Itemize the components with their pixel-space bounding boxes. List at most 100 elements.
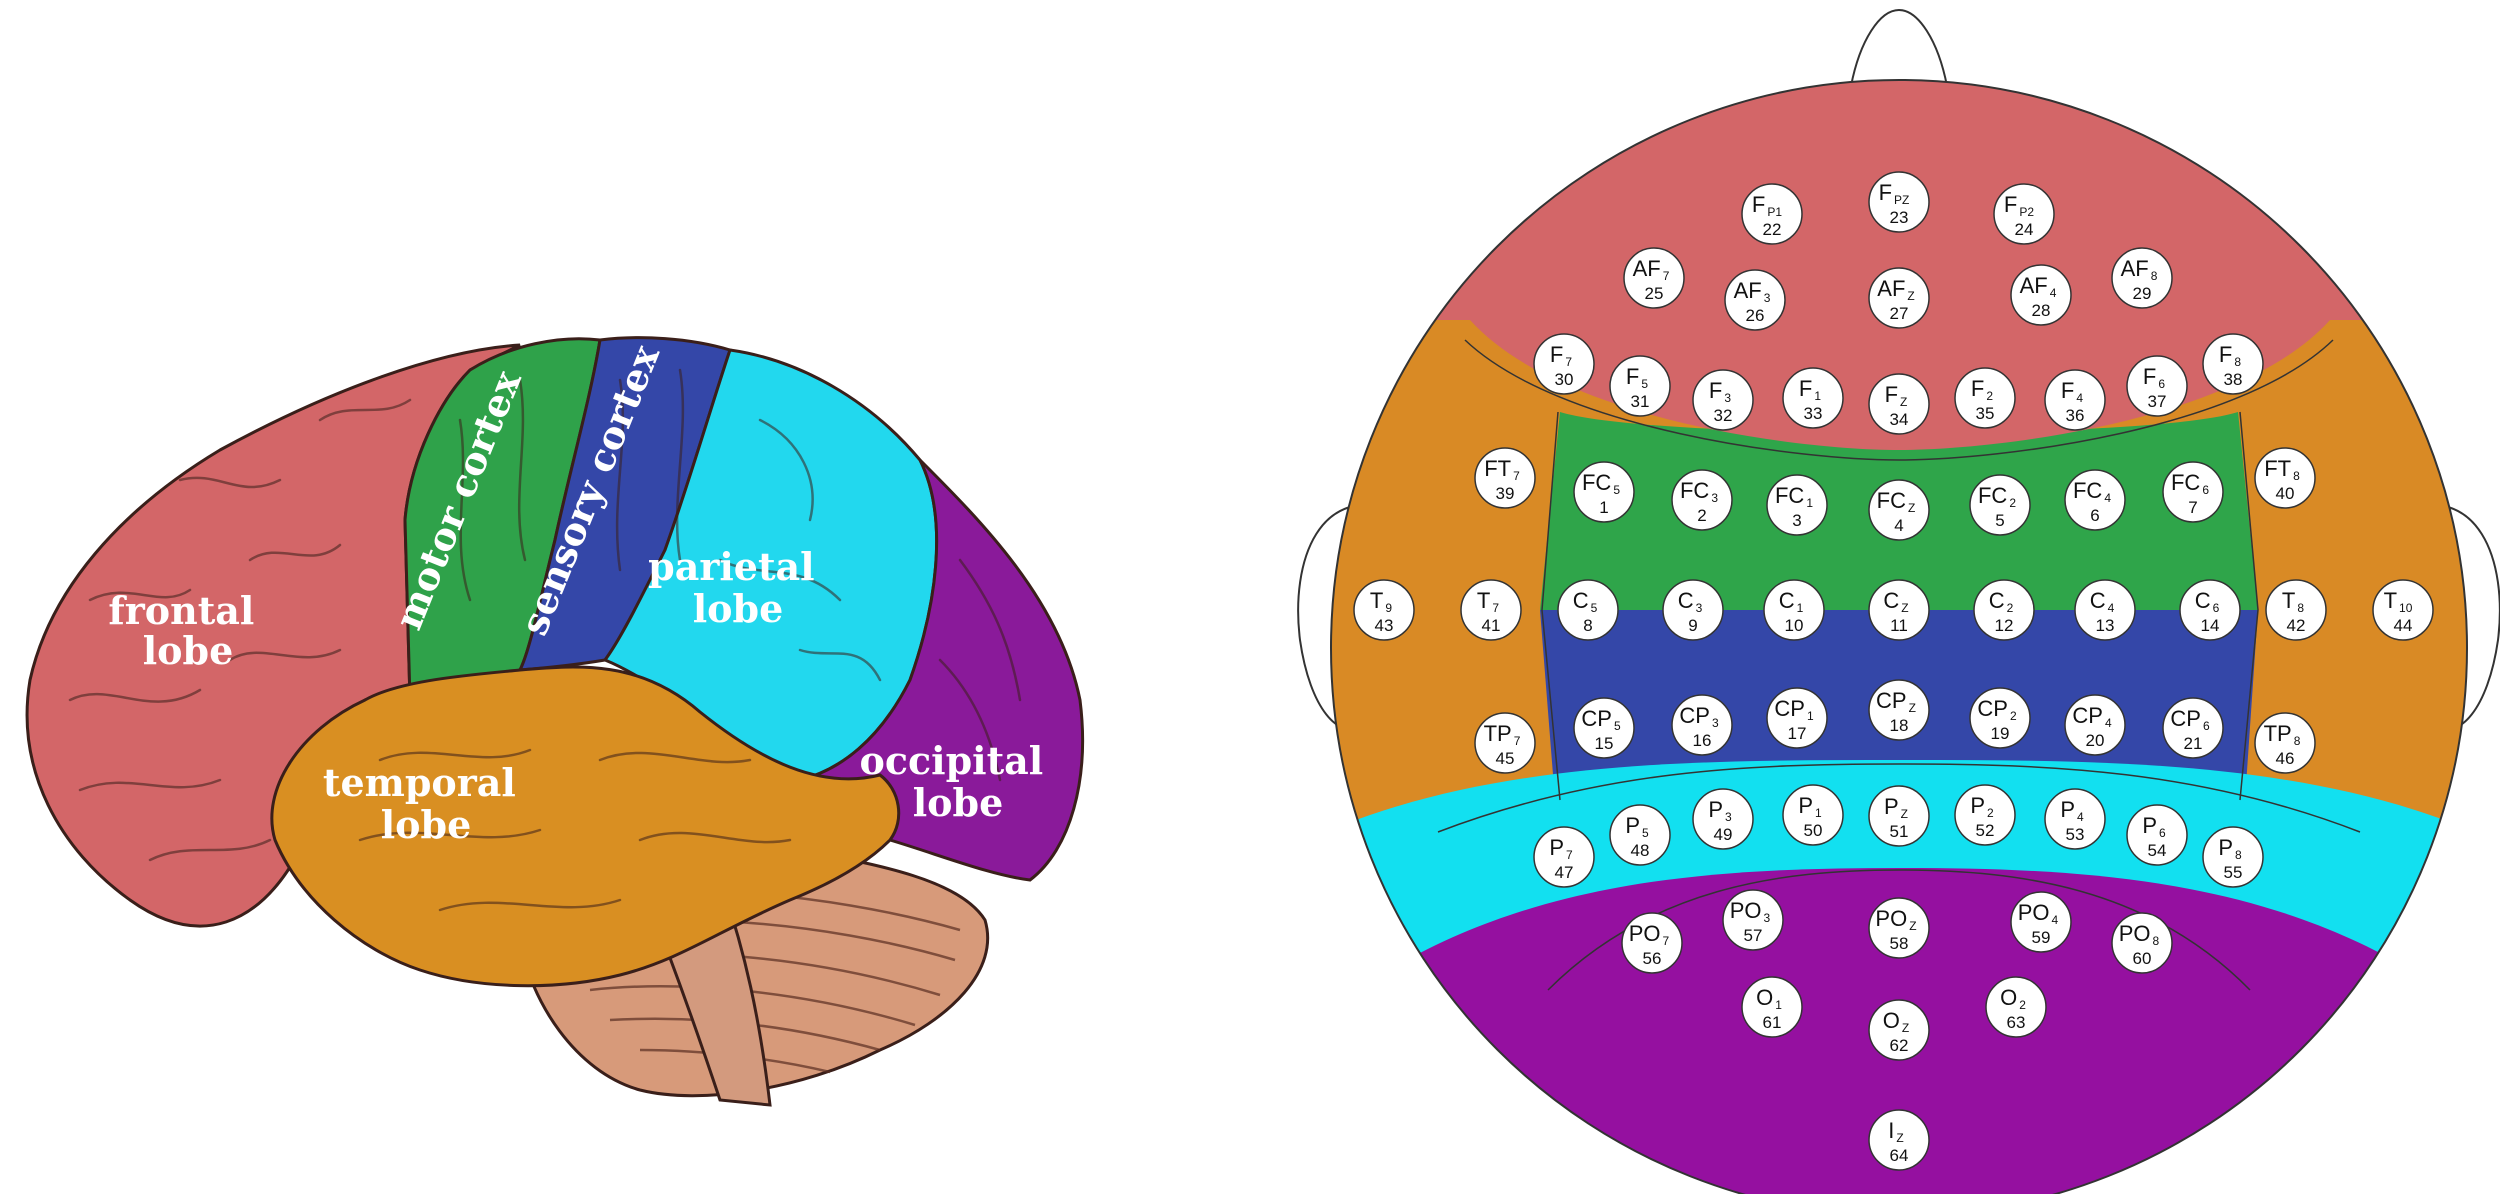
electrode-base: C [2195, 588, 2211, 613]
electrode-disc [1868, 579, 1930, 641]
electrode-number: 34 [1890, 410, 1909, 429]
electrode-subscript: 7 [1663, 269, 1670, 283]
electrode-number: 2 [1697, 506, 1706, 525]
electrode-base: FC [1582, 470, 1611, 495]
electrode-number: 41 [1482, 616, 1501, 635]
electrode-number: 56 [1643, 949, 1662, 968]
electrode-number: 48 [1631, 841, 1650, 860]
electrode-subscript: 1 [1807, 709, 1814, 723]
electrode-base: T [1370, 588, 1383, 613]
electrode-subscript: 7 [1565, 355, 1572, 369]
electrode-disc [1969, 474, 2031, 536]
electrode-disc [1692, 369, 1754, 431]
electrode-disc [1782, 367, 1844, 429]
electrode-number: 13 [2096, 616, 2115, 635]
electrode-subscript: 4 [2077, 810, 2084, 824]
electrode-number: 42 [2287, 616, 2306, 635]
electrode-disc [1609, 804, 1671, 866]
electrode-subscript: 7 [1566, 848, 1573, 862]
electrode-base: PO [2119, 921, 2151, 946]
electrode-number: 24 [2015, 220, 2034, 239]
electrode-number: 1 [1599, 498, 1608, 517]
electrode-base: C [1779, 588, 1795, 613]
electrode-number: 55 [2224, 863, 2243, 882]
electrode-subscript: Z [1909, 701, 1916, 715]
electrode-disc [1662, 579, 1724, 641]
electrode-number: 12 [1995, 616, 2014, 635]
electrode-disc [1868, 479, 1930, 541]
electrode-disc [1623, 247, 1685, 309]
electrode-base: TP [1484, 721, 1512, 746]
electrode-number: 10 [1785, 616, 1804, 635]
electrode-disc [1692, 788, 1754, 850]
electrode-base: P [2060, 797, 2075, 822]
occipital-lobe-label: occipital lobe [860, 738, 1057, 825]
electrode-disc [2074, 579, 2136, 641]
electrode-base: FC [1680, 478, 1709, 503]
electrode-subscript: 8 [2153, 934, 2160, 948]
electrode-disc [1782, 784, 1844, 846]
electrode-disc [1985, 976, 2047, 1038]
electrode-subscript: 6 [2158, 377, 2165, 391]
electrode-base: P [2218, 835, 2233, 860]
electrode-disc [1868, 785, 1930, 847]
electrode-subscript: 8 [2151, 269, 2158, 283]
electrode-disc [1353, 579, 1415, 641]
electrode-base: F [1709, 378, 1722, 403]
electrode-subscript: 3 [1764, 291, 1771, 305]
electrode-subscript: 4 [2076, 391, 2083, 405]
electrode-number: 29 [2133, 284, 2152, 303]
electrode-base: CP [2072, 703, 2103, 728]
electrode-base: O [2000, 985, 2017, 1010]
electrode-subscript: 3 [1711, 491, 1718, 505]
frontal-lower-edge [1470, 80, 2330, 450]
electrode-base: C [1989, 588, 2005, 613]
electrode-subscript: 1 [1775, 998, 1782, 1012]
electrode-disc [1609, 355, 1671, 417]
electrode-subscript: 1 [1806, 496, 1813, 510]
electrode-disc [1868, 171, 1930, 233]
electrode-base: T [2282, 588, 2295, 613]
electrode-number: 11 [1890, 616, 1908, 635]
electrode-number: 26 [1746, 306, 1765, 325]
brain-sulci [68, 368, 1022, 912]
electrode-disc [1763, 579, 1825, 641]
electrode-base: PO [1730, 898, 1762, 923]
electrode-disc [2265, 579, 2327, 641]
electrode-base: P [1708, 797, 1723, 822]
electrode-disc [2010, 264, 2072, 326]
electrode-subscript: 7 [1514, 734, 1521, 748]
electrode-disc [1766, 687, 1828, 749]
electrode-base: FT [2264, 456, 2291, 481]
electrode-subscript: 2 [2019, 998, 2026, 1012]
electrode-base: PO [2018, 900, 2050, 925]
electrode-disc [2126, 355, 2188, 417]
electrode-number: 63 [2007, 1013, 2026, 1032]
